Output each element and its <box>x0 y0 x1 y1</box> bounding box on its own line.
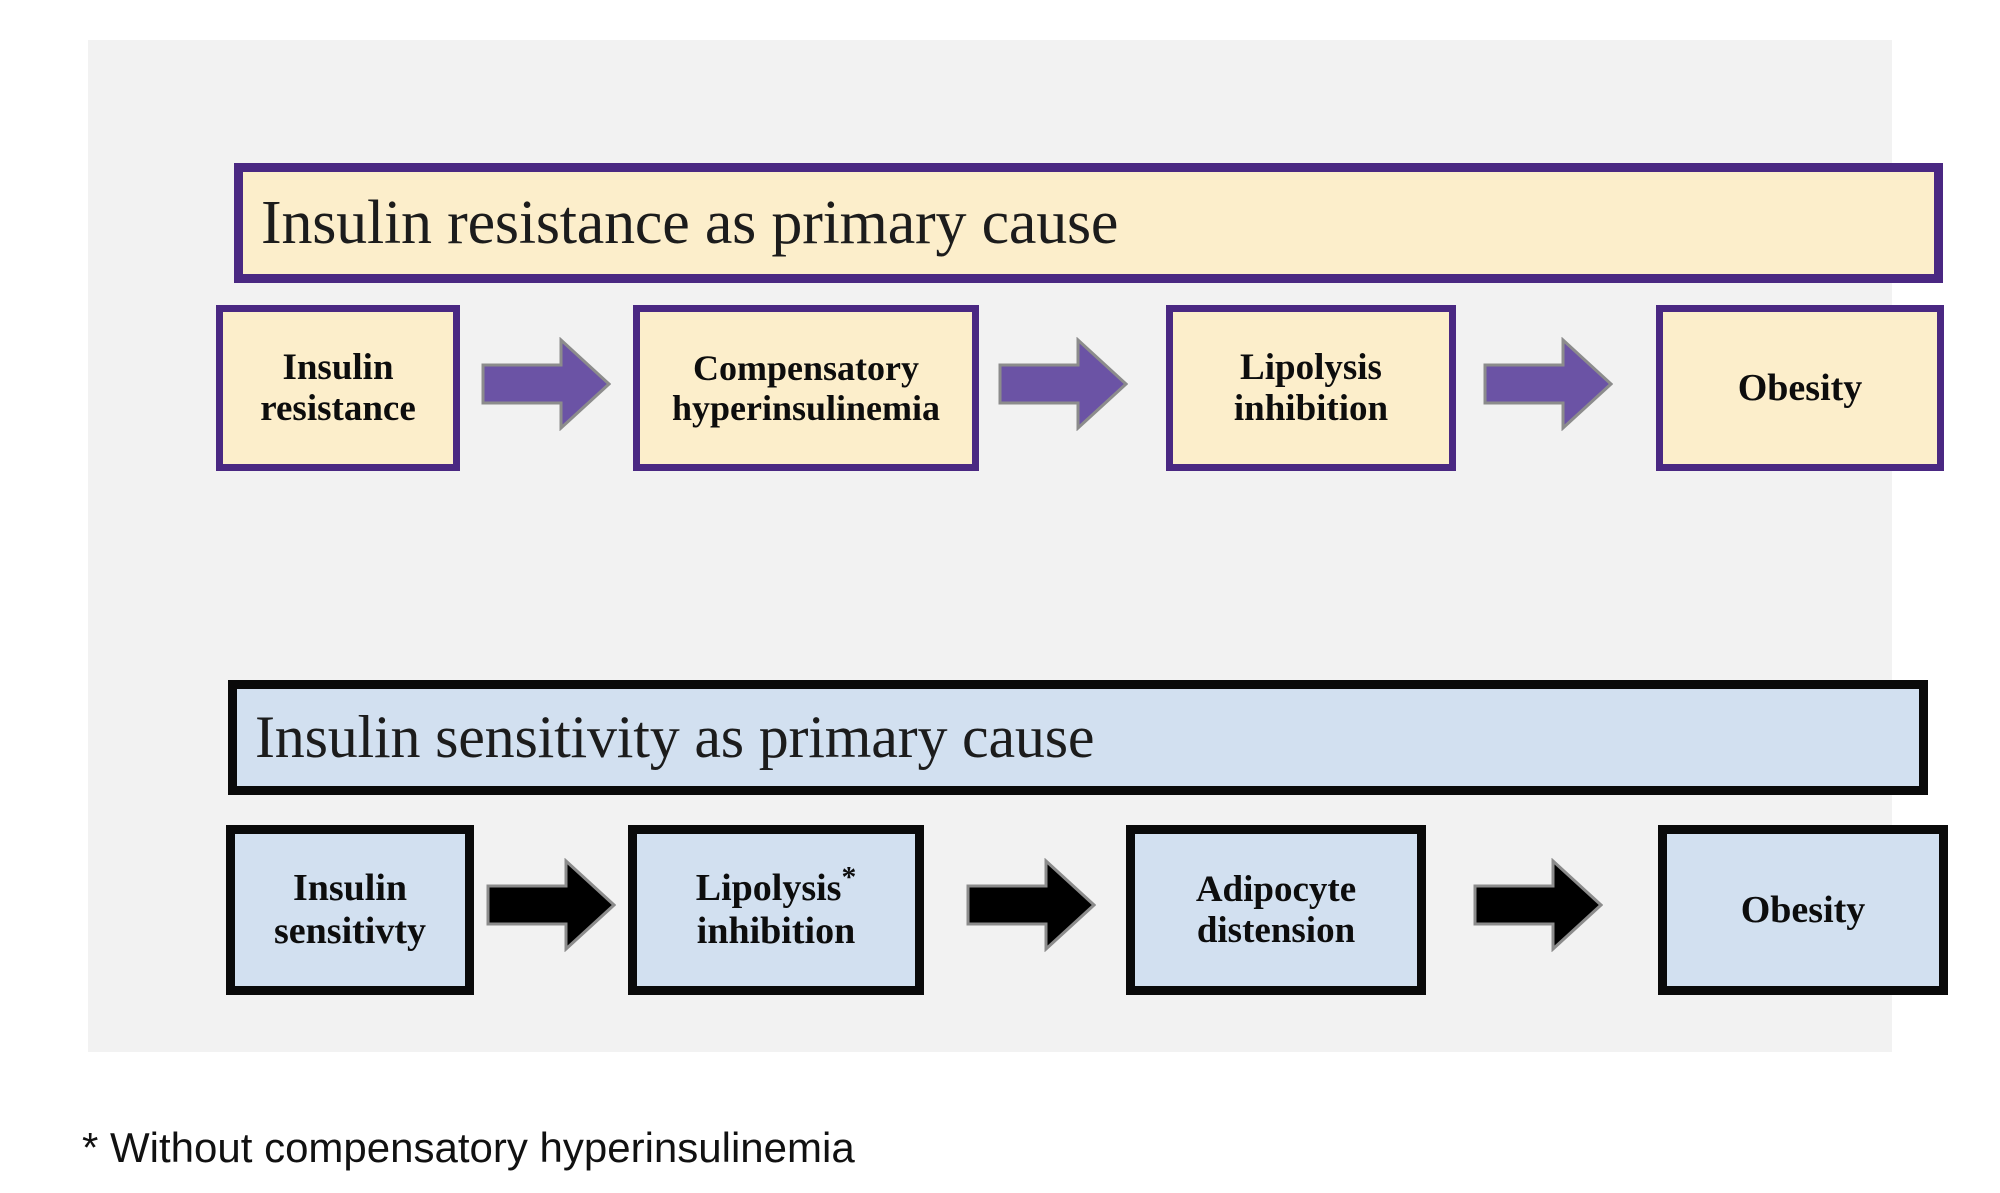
node-line-1-text: Lipolysis <box>695 867 842 910</box>
node-label: Lipolysis inhibition <box>1234 347 1388 430</box>
section-title-insulin-sensitivity: Insulin sensitivity as primary cause <box>255 704 1095 770</box>
node-line-2: inhibition <box>696 910 856 952</box>
node-lipolysis-inhibition-bottom: Lipolysis* inhibition <box>628 825 924 995</box>
node-insulin-resistance: Insulin resistance <box>216 305 460 471</box>
node-label: Insulin sensitivty <box>274 867 426 952</box>
node-line-2: resistance <box>260 388 416 429</box>
figure-footnote: * Without compensatory hyperinsulinemia <box>82 1124 855 1171</box>
node-lipolysis-inhibition-top: Lipolysis inhibition <box>1166 305 1456 471</box>
node-line-1: Lipolysis <box>1240 346 1382 388</box>
section-title-insulin-resistance: Insulin resistance as primary cause <box>261 188 1119 257</box>
arrow-black-2 <box>966 858 1096 952</box>
node-line-1: Obesity <box>1737 366 1863 409</box>
arrow-black-3 <box>1473 858 1603 952</box>
node-line-1: Compensatory <box>693 347 919 388</box>
section-banner-insulin-sensitivity: Insulin sensitivity as primary cause <box>228 680 1928 795</box>
arrow-purple-2 <box>998 337 1128 431</box>
node-obesity-top: Obesity <box>1656 305 1944 471</box>
node-line-2: hyperinsulinemia <box>671 388 941 428</box>
node-label: Insulin resistance <box>260 347 416 430</box>
node-line-1: Adipocyte <box>1195 868 1357 910</box>
node-adipocyte-distension: Adipocyte distension <box>1126 825 1426 995</box>
node-label: Obesity <box>1741 889 1866 932</box>
node-label: Obesity <box>1738 367 1863 410</box>
node-line-1: Insulin <box>282 346 394 388</box>
node-line-1: Lipolysis* <box>695 863 857 910</box>
node-insulin-sensitivity: Insulin sensitivty <box>226 825 474 995</box>
node-line-2: inhibition <box>1233 388 1389 429</box>
node-label: Lipolysis* inhibition <box>695 863 857 952</box>
node-line-2: distension <box>1196 910 1356 951</box>
node-obesity-bottom: Obesity <box>1658 825 1948 995</box>
arrow-purple-3 <box>1483 337 1613 431</box>
node-line-1: Obesity <box>1740 888 1866 931</box>
arrow-purple-1 <box>481 337 611 431</box>
node-label: Compensatory hyperinsulinemia <box>672 348 940 429</box>
footnote-marker: * <box>841 861 857 894</box>
arrow-black-1 <box>486 858 616 952</box>
node-line-1: Insulin <box>292 867 408 910</box>
diagram-panel: Insulin resistance as primary cause Insu… <box>88 40 1948 1052</box>
node-label: Adipocyte distension <box>1196 869 1356 952</box>
section-banner-insulin-resistance: Insulin resistance as primary cause <box>234 163 1943 283</box>
node-line-2: sensitivty <box>274 910 426 952</box>
node-compensatory-hyperinsulinemia: Compensatory hyperinsulinemia <box>633 305 979 471</box>
